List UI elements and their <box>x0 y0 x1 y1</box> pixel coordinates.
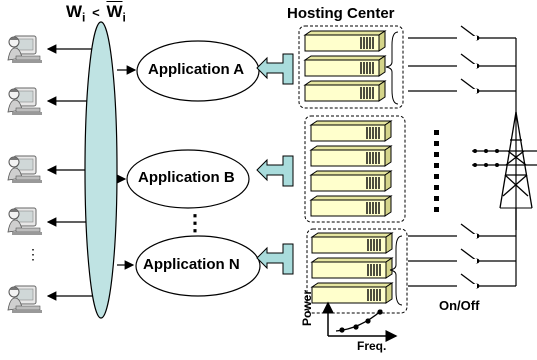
constraint-rhs: W <box>106 2 123 21</box>
clients-ellipsis: ⋮ <box>26 246 40 262</box>
power-tower-icon <box>472 111 537 230</box>
rack-server-icon <box>310 145 392 167</box>
switch-icon <box>457 78 480 94</box>
client-icons <box>7 35 43 314</box>
server-group-a <box>298 25 404 109</box>
server-group-b <box>304 115 406 223</box>
rack-server-icon <box>311 257 393 279</box>
app-n-label: Application N <box>143 256 240 273</box>
switch-icon <box>457 273 480 289</box>
app-b-bubble <box>126 149 250 209</box>
tower-insulators <box>473 149 499 167</box>
switch-icon <box>457 53 480 69</box>
rack-server-icon <box>311 232 393 254</box>
app-b-label: Application B <box>138 169 235 186</box>
server-group-frame <box>298 25 404 109</box>
rack-server-icon <box>310 195 392 217</box>
constraint-rhs-sub: i <box>122 10 126 25</box>
client-icon <box>7 207 43 236</box>
on-off-label: On/Off <box>439 298 480 313</box>
power-wiring <box>408 37 517 287</box>
rack-server-icon <box>304 55 386 77</box>
curve-point <box>353 324 359 330</box>
client-icon <box>7 87 43 116</box>
rack-server-icon <box>310 120 392 142</box>
curve-point <box>377 309 383 315</box>
dispatcher-icon <box>256 243 294 275</box>
graph-xlabel: Freq. <box>357 339 387 353</box>
curve-point <box>365 318 371 324</box>
hosting-center-title: Hosting Center <box>287 5 395 22</box>
server-group-frame <box>306 228 408 314</box>
constraint-lhs: W <box>66 2 83 21</box>
rack-server-icon <box>310 170 392 192</box>
switches <box>457 25 480 289</box>
rack-server-icon <box>304 80 386 102</box>
client-icon <box>7 35 43 64</box>
switch-icon <box>457 223 480 239</box>
dispatcher-icon <box>256 53 294 85</box>
bus-app-arrows <box>116 65 137 270</box>
group-brace <box>385 31 399 105</box>
dispatcher-icon <box>256 155 294 187</box>
app-a-label: Application A <box>148 61 245 78</box>
power-freq-graph <box>322 301 398 342</box>
more-servers-ellipsis <box>434 130 439 212</box>
client-icon <box>7 155 43 184</box>
rack-server-icon <box>311 282 393 304</box>
client-icon <box>7 285 43 314</box>
curve-point <box>339 327 345 333</box>
switch-icon <box>457 25 480 41</box>
app-n-bubble <box>135 235 261 297</box>
graph-ylabel: Power <box>300 289 314 326</box>
server-group-n <box>306 228 408 314</box>
constraint-formula: Wi < Wi <box>66 2 126 24</box>
switch-icon <box>457 248 480 264</box>
request-bus <box>84 21 118 319</box>
app-a-bubble <box>136 40 260 102</box>
apps-ellipsis: ⋮ <box>184 210 206 235</box>
constraint-lhs-sub: i <box>82 10 86 25</box>
constraint-op: < <box>92 5 100 20</box>
group-brace <box>389 235 403 306</box>
rack-server-icon <box>304 30 386 52</box>
